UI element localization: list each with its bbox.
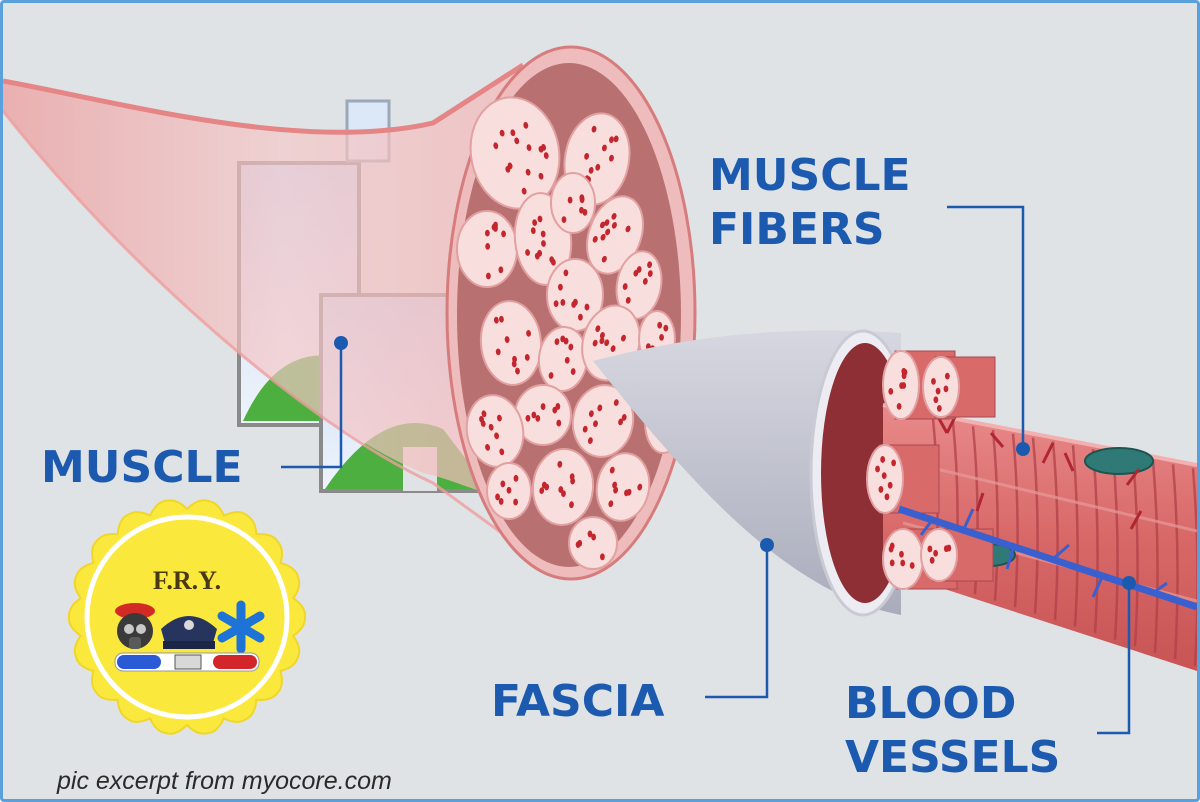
fascicle	[866, 444, 904, 514]
label-blood-vessels-line2: VESSELS	[845, 732, 1061, 783]
fascicle	[882, 350, 920, 420]
fiber-striations	[931, 418, 1197, 666]
fascicle	[465, 394, 525, 468]
muscle-leader-dot	[334, 336, 348, 350]
fascicle	[546, 258, 604, 332]
label-muscle-fibers: MUSCLE FIBERS	[709, 149, 911, 257]
label-muscle: MUSCLE	[41, 442, 243, 493]
police-cap-icon	[161, 616, 217, 649]
fascia-leader	[705, 545, 769, 699]
fascicle	[595, 452, 651, 522]
fascicle	[550, 172, 596, 234]
label-blood-vessels-line1: BLOOD	[845, 678, 1017, 729]
fascicle	[456, 210, 518, 288]
star-of-life-icon	[217, 600, 265, 654]
label-fascia: FASCIA	[491, 676, 665, 727]
fascicle	[882, 528, 924, 590]
vessels-leader-dot	[1122, 576, 1136, 590]
fibers-leader	[947, 205, 1025, 449]
vessels-leader	[1097, 583, 1131, 735]
source-credit: pic excerpt from myocore.com	[57, 767, 392, 795]
fascicle	[479, 300, 543, 386]
fry-logo-badge: F.R.Y.	[67, 499, 307, 735]
label-muscle-fibers-line1: MUSCLE	[709, 150, 911, 201]
fascicle	[571, 384, 635, 458]
label-muscle-fibers-line2: FIBERS	[709, 204, 885, 255]
fascicle	[585, 195, 645, 275]
leader-lines	[281, 205, 1136, 735]
fascia-leader-dot	[760, 538, 774, 552]
fry-logo-text: F.R.Y.	[153, 566, 221, 595]
light-bar-icon	[114, 652, 260, 672]
label-blood-vessels: BLOOD VESSELS	[845, 677, 1060, 785]
muscle-body	[3, 62, 563, 565]
fascicle	[568, 516, 618, 570]
fascicle	[486, 462, 532, 520]
firefighter-icon	[115, 603, 155, 649]
muscle-cross-section	[445, 45, 697, 581]
fascicle	[531, 448, 595, 526]
fascicle	[920, 528, 958, 582]
fascicle	[922, 356, 960, 418]
muscle-leader	[281, 343, 343, 469]
muscle-anatomy-illustration: F.R.Y.	[3, 45, 1197, 735]
fascicle	[615, 250, 663, 320]
muscle-fiber-bundle	[882, 403, 1197, 671]
fiber-cross-sections	[866, 350, 996, 590]
fibers-leader-dot	[1016, 442, 1030, 456]
blood-vessel	[897, 505, 1197, 611]
